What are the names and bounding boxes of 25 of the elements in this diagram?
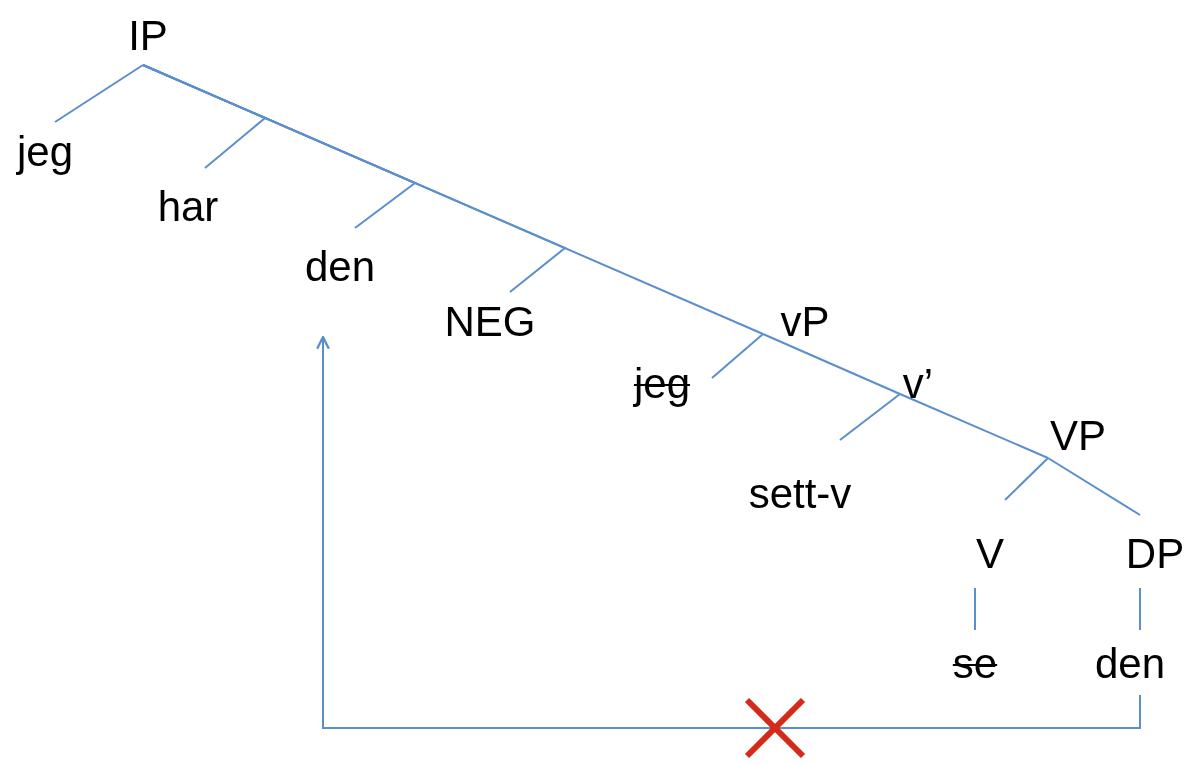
tree-label: har bbox=[157, 183, 219, 231]
tree-branch-line bbox=[1047, 457, 1141, 516]
struck-tree-label: se bbox=[952, 640, 998, 688]
tree-branch-line bbox=[899, 393, 1049, 459]
tree-branch-line bbox=[54, 64, 144, 123]
tree-label: NEG bbox=[444, 298, 536, 346]
tree-branch-line bbox=[1004, 457, 1049, 501]
tree-branch-line bbox=[1139, 587, 1141, 631]
tree-label: vP bbox=[780, 298, 830, 346]
tree-label: IP bbox=[128, 12, 168, 60]
tree-label: den bbox=[304, 243, 376, 291]
tree-label: V bbox=[976, 530, 1004, 578]
tree-label: v’ bbox=[902, 360, 934, 408]
tree-label: den bbox=[1094, 640, 1166, 688]
tree-branch-line bbox=[762, 333, 901, 395]
tree-label: DP bbox=[1125, 530, 1185, 578]
tree-branch-line bbox=[839, 393, 901, 441]
tree-label: sett-v bbox=[748, 470, 852, 518]
tree-label: jeg bbox=[16, 128, 74, 176]
tree-branch-line bbox=[142, 64, 764, 335]
struck-tree-label: jeg bbox=[633, 360, 691, 408]
tree-label: VP bbox=[1050, 412, 1106, 460]
movement-arrow bbox=[316, 335, 1141, 729]
tree-branch-line bbox=[711, 333, 764, 379]
tree-branch-line bbox=[974, 587, 976, 631]
